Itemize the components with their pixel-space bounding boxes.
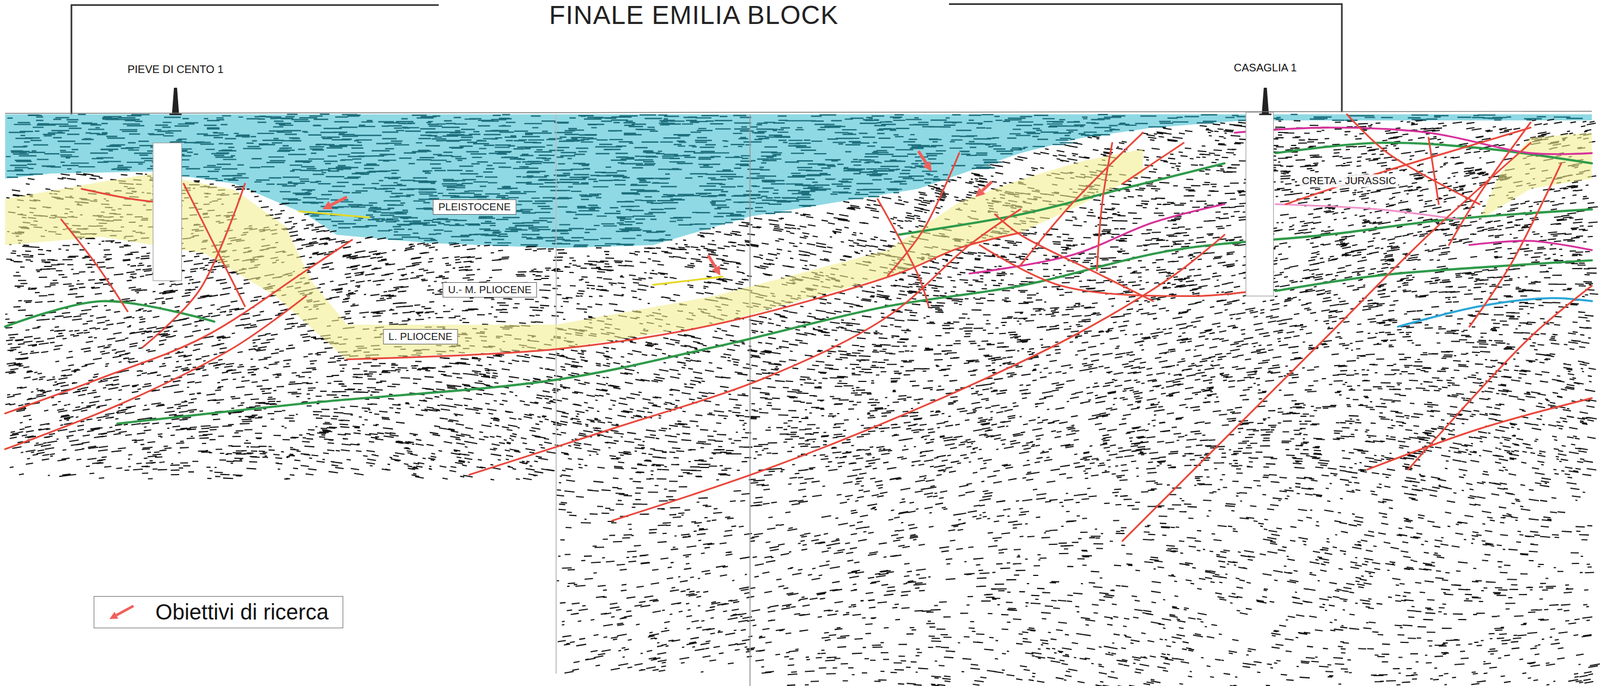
fault-line: [1097, 142, 1113, 271]
fault-line: [1367, 398, 1592, 470]
panel-seam: [749, 114, 751, 686]
fault-line: [183, 183, 245, 307]
fault-line: [1122, 142, 1531, 541]
horizon-line: [117, 209, 1592, 424]
fault-line: [469, 209, 1021, 475]
fault-line: [347, 232, 1021, 360]
target-arrow: [109, 611, 119, 619]
legend-box: Obiettivi di ricerca: [93, 595, 344, 629]
surface-line: [4, 111, 1592, 114]
target-arrow: [708, 254, 716, 268]
target-arrow: [922, 161, 932, 172]
derrick-symbol: [1258, 113, 1271, 115]
layer-label-box: PLEISTOCENE: [433, 199, 517, 215]
section-title: FINALE EMILIA BLOCK: [549, 0, 839, 30]
target-marker: [653, 276, 723, 285]
legend-text: Obiettivi di ricerca: [155, 599, 329, 625]
target-arrow: [982, 181, 993, 191]
target-arrow: [330, 197, 348, 206]
horizon-line: [1397, 297, 1592, 327]
target-arrow: [918, 150, 927, 164]
layer-label: L. PLIOCENE: [388, 330, 453, 343]
well-column: [1245, 112, 1274, 296]
target-arrow: [116, 605, 134, 616]
fault-line: [1469, 163, 1562, 327]
well-column: [153, 142, 182, 281]
layer-label-box: U.- M. PLIOCENE: [442, 282, 538, 298]
derrick-symbol: [172, 87, 180, 115]
legend-arrow-sample: [106, 601, 137, 624]
horizon-line: [897, 163, 1225, 235]
fault-line: [61, 219, 128, 312]
fault-line: [1428, 137, 1439, 205]
fault-line: [1285, 127, 1531, 205]
panel-seam: [555, 114, 557, 674]
fault-line: [4, 295, 307, 449]
fault-line: [1449, 122, 1531, 246]
layer-label: PLEISTOCENE: [438, 201, 511, 214]
target-marker: [299, 211, 370, 218]
target-arrow: [711, 265, 721, 276]
fault-line: [1408, 286, 1592, 470]
layer-label: CRETA - JURASSIC: [1299, 174, 1399, 188]
legend-entry: Obiettivi di ricerca: [106, 599, 329, 625]
derrick-symbol: [169, 113, 182, 115]
fault-line: [1020, 132, 1143, 266]
derrick-symbol: [1261, 87, 1269, 115]
target-arrow: [975, 187, 986, 198]
well-name: CASAGLIA 1: [1231, 60, 1300, 75]
seismic-texture: [5, 119, 1600, 686]
target-arrow: [322, 201, 333, 210]
pliocene-band: [1479, 132, 1592, 220]
fault-line: [877, 198, 929, 307]
fault-line: [979, 245, 1256, 297]
fault-line: [1346, 114, 1480, 205]
horizon-line: [1275, 260, 1592, 291]
fault-line: [887, 153, 960, 276]
layer-label-box: L. PLIOCENE: [382, 329, 458, 345]
horizon-line: [1469, 240, 1592, 251]
horizon-line: [4, 301, 215, 327]
well-name: PIEVE DI CENTO 1: [125, 62, 226, 77]
horizon-line: [1275, 204, 1459, 220]
layer-label: U.- M. PLIOCENE: [448, 283, 532, 296]
fault-line: [1122, 142, 1184, 184]
horizon-line: [1234, 127, 1592, 155]
